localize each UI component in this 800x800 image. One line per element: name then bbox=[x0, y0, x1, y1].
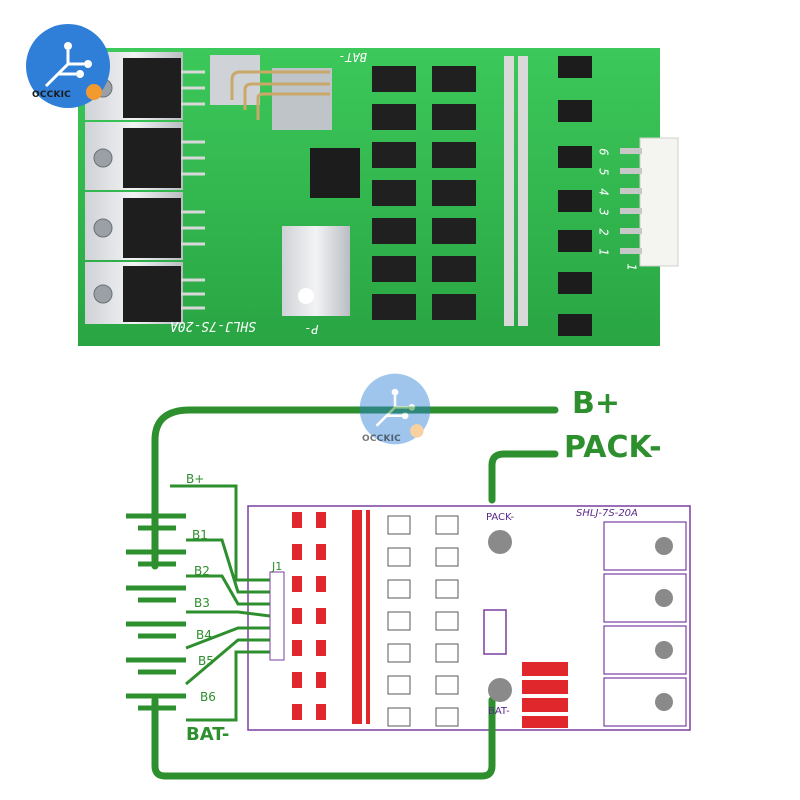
pin-label-1: 1 bbox=[596, 248, 611, 256]
cell-stack bbox=[126, 513, 186, 711]
bat-minus-label: BAT- bbox=[186, 724, 230, 745]
bms-board-photo bbox=[78, 48, 679, 346]
occkic-logo-text: OCCKIC bbox=[32, 90, 71, 100]
wiring-diagram bbox=[126, 406, 691, 780]
bat-pad bbox=[210, 55, 260, 105]
connector-label-j1: J1 bbox=[272, 560, 283, 573]
cell-label-b3: B3 bbox=[194, 596, 210, 610]
occkic-watermark-icon bbox=[359, 373, 431, 445]
occkic-watermark-text: OCCKIC bbox=[362, 434, 401, 444]
p-minus-silkscreen-label: P- bbox=[304, 322, 319, 336]
pack-minus-label: PACK- bbox=[564, 430, 662, 465]
cell-label-b5: B5 bbox=[198, 654, 214, 668]
bat-silkscreen-label: BAT- bbox=[338, 50, 367, 64]
controller-ic bbox=[310, 148, 360, 198]
controller-ic-outline bbox=[483, 609, 507, 655]
p-minus-pad bbox=[282, 226, 350, 316]
wire-b-plus-label: B+ bbox=[186, 472, 205, 486]
board-outline bbox=[247, 505, 691, 731]
pin-label-2: 2 bbox=[596, 228, 611, 236]
pack-minus-pad bbox=[488, 530, 512, 554]
mosfet-group bbox=[85, 52, 205, 324]
board-name-label: SHLJ-7S-20A bbox=[576, 508, 638, 519]
cell-label-b4: B4 bbox=[196, 628, 212, 642]
balance-resistors bbox=[558, 56, 592, 336]
bat-minus-pad bbox=[488, 678, 512, 702]
board-pack-minus-label: PACK- bbox=[486, 512, 515, 523]
resistor-columns bbox=[504, 56, 528, 326]
pin-label-4: 4 bbox=[596, 188, 611, 196]
pack-minus-wire bbox=[488, 450, 559, 504]
shunt-resistor-block bbox=[522, 662, 568, 728]
cell-label-b1: B1 bbox=[192, 528, 208, 542]
pin-label-6: 6 bbox=[596, 148, 611, 156]
cell-label-b6: B6 bbox=[200, 690, 216, 704]
mosfet-outlines bbox=[603, 521, 687, 727]
pin-label-5: 5 bbox=[596, 168, 611, 176]
j1-connector bbox=[269, 571, 285, 661]
pin-label-3: 3 bbox=[596, 208, 611, 216]
b-plus-label: B+ bbox=[572, 386, 621, 421]
balance-leads bbox=[170, 484, 271, 722]
red-component-column bbox=[292, 510, 370, 724]
board-silkscreen-label: SHLJ-7S-20A bbox=[170, 318, 257, 333]
b-plus-wire bbox=[151, 406, 559, 570]
balance-connector bbox=[639, 137, 679, 267]
board-bat-minus-label: BAT- bbox=[488, 706, 510, 717]
optocoupler-array bbox=[372, 66, 476, 320]
occkic-logo-icon bbox=[26, 24, 110, 108]
optocoupler-outlines bbox=[387, 515, 459, 727]
cell-label-b2: B2 bbox=[194, 564, 210, 578]
shunt-pad bbox=[272, 68, 332, 130]
bat-minus-wire bbox=[151, 696, 496, 780]
connector-pin-one-label: 1 bbox=[624, 263, 639, 271]
